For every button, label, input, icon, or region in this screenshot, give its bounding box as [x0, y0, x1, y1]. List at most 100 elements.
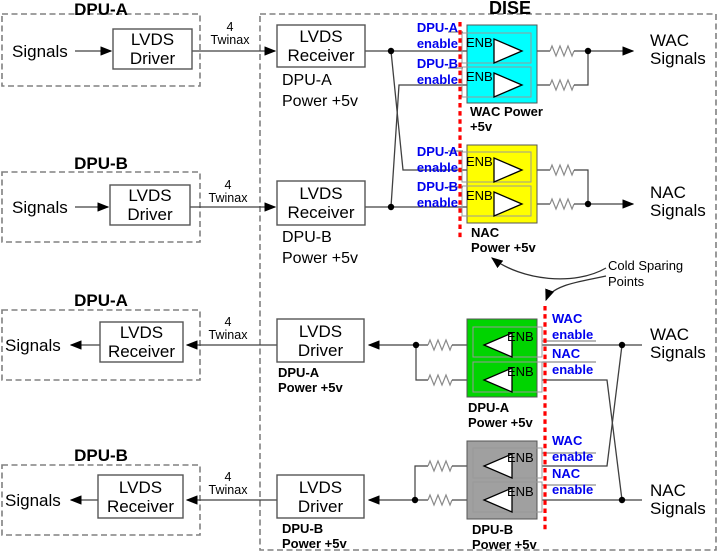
cold-sparing-points-label: Cold Sparing Points — [608, 258, 683, 289]
r2-to-wac-cross-wire — [390, 84, 467, 208]
r3-driver-power-label: DPU-A Power +5v — [278, 365, 343, 395]
r2-enable-a-line1: DPU-A — [416, 144, 458, 159]
wac-out-junction-dot — [584, 47, 592, 55]
r2-receiver-power-label: DPU-B Power +5v — [282, 227, 358, 269]
nac-buffer-cell-2 — [461, 185, 532, 217]
dpu-a-buffer-cell-1 — [472, 326, 543, 358]
r1-lvds-driver-line2: Driver — [129, 49, 176, 68]
r3-dise-driver-label: LVDS Driver — [277, 319, 364, 362]
r2-lvds-driver-line1: LVDS — [128, 186, 172, 205]
r4-enable-a-line2: enable — [552, 448, 594, 464]
r3-wac-enable-label: WAC enable — [552, 311, 612, 342]
dpu-a-buffer-triangle-2 — [482, 367, 513, 393]
r1-dpu-b-enable-label: DPU-B enable — [398, 56, 458, 87]
r1-group-title: DPU-A — [74, 0, 128, 19]
r2-twinax-label: 4 Twinax — [206, 179, 250, 205]
r2-dise-receiver-line2: Receiver — [287, 203, 355, 222]
r2-dise-receiver-label: LVDS Receiver — [277, 181, 365, 225]
green-resistor-2 — [427, 374, 453, 386]
dpu-b-buffer-power-line1: DPU-B — [472, 522, 514, 537]
r3-enable-b-line2: enable — [552, 361, 594, 377]
r1-lvds-driver-box — [112, 28, 193, 70]
dpu-b-enb2-label: ENB — [507, 484, 534, 499]
r3-twinax-text: Twinax — [208, 328, 248, 342]
green-resistor-1 — [427, 339, 453, 351]
r1-junction-dot — [387, 47, 395, 55]
r4-wac-enable-label: WAC enable — [552, 433, 612, 464]
r2-receiver-power-line2: Power +5v — [282, 250, 359, 267]
r4-nac-enable-label: NAC enable — [552, 466, 612, 497]
nac-signals-out-line1: NAC — [650, 183, 686, 202]
r4-lvds-receiver-box — [97, 474, 184, 519]
r3-twinax-count: 4 — [224, 315, 232, 329]
r3-twinax-label: 4 Twinax — [206, 316, 250, 342]
wac-in-junction-dot — [618, 341, 626, 349]
wac-buffer-cell-2 — [461, 66, 532, 98]
r1-enable-b-line2: enable — [416, 71, 458, 87]
nac-buffer-power-label: NAC Power +5v — [471, 225, 536, 255]
r1-twinax-label: 4 Twinax — [208, 21, 252, 47]
r2-enable-b-line1: DPU-B — [416, 179, 458, 194]
r4-dise-driver-label: LVDS Driver — [277, 475, 364, 518]
wac-signals-in-label: WAC Signals — [650, 326, 706, 361]
nac-out-junction-dot — [584, 200, 592, 208]
r1-lvds-driver-line1: LVDS — [130, 30, 175, 49]
wac-buffer-power-line1: WAC Power — [470, 104, 543, 119]
green-junction-dot — [412, 341, 420, 349]
wac-signals-out-label: WAC Signals — [650, 32, 706, 67]
dpu-a-buffer-power-label: DPU-A Power +5v — [468, 400, 533, 430]
nac-resistor-2 — [549, 198, 575, 210]
nac-buffer-power-line1: NAC — [471, 225, 500, 240]
nac-enb2-label: ENB — [466, 188, 493, 203]
r3-lvds-receiver-label: LVDS Receiver — [100, 322, 183, 362]
r1-receiver-power-line1: DPU-A — [282, 72, 332, 89]
r3-dise-driver-line2: Driver — [297, 340, 344, 360]
r4-lvds-receiver-line2: Receiver — [106, 496, 175, 516]
dpu-a-buffer-cell-2 — [472, 361, 543, 393]
wac-buffer-triangle-2 — [493, 72, 524, 98]
r4-enable-a-line1: WAC — [552, 433, 583, 448]
cold-sparing-line2: Points — [608, 273, 645, 289]
r3-signals-label: Signals — [5, 336, 61, 355]
wac-enb1-label: ENB — [466, 35, 493, 50]
nac-signals-in-line2: Signals — [650, 498, 706, 518]
r4-enable-b-line2: enable — [552, 481, 594, 497]
r1-dise-receiver-line1: LVDS — [299, 27, 343, 46]
cold-sparing-arrow-to-nac-power — [491, 257, 607, 280]
r4-twinax-count: 4 — [224, 470, 232, 484]
nac-signals-out-label: NAC Signals — [650, 184, 706, 219]
r1-twinax-text: Twinax — [210, 33, 250, 47]
cold-sparing-line1: Cold Sparing — [608, 258, 684, 273]
r4-group-title: DPU-B — [74, 446, 128, 465]
dpu-b-buffer-triangle-1 — [482, 453, 513, 479]
r2-dpu-b-enable-label: DPU-B enable — [398, 179, 458, 210]
r2-lvds-driver-box — [109, 184, 191, 226]
r3-nac-enable-label: NAC enable — [552, 346, 612, 377]
nac-to-green-cross-wire — [542, 379, 623, 501]
nac-buffer-power-line2: Power +5v — [471, 240, 536, 255]
nac-join-wire — [574, 169, 589, 204]
r4-signals-label: Signals — [5, 491, 61, 510]
r4-driver-power-line2: Power +5v — [282, 536, 347, 551]
r1-receiver-power-line2: Power +5v — [282, 93, 359, 110]
dpu-b-buffer-power-line2: Power +5v — [472, 537, 537, 552]
nac-buffer-triangle-2 — [493, 191, 524, 217]
r3-driver-power-line1: DPU-A — [278, 365, 320, 380]
wac-resistor-2 — [549, 79, 575, 91]
wac-enb2-label: ENB — [466, 69, 493, 84]
r4-twinax-text: Twinax — [208, 483, 248, 497]
r1-twinax-count: 4 — [226, 20, 234, 34]
r2-twinax-text: Twinax — [208, 191, 248, 205]
r2-dpu-a-enable-label: DPU-A enable — [398, 144, 458, 175]
nac-in-junction-dot — [618, 496, 626, 504]
nac-buffer-cell-1 — [461, 151, 532, 183]
wac-signals-out-line1: WAC — [650, 31, 690, 50]
r2-enable-b-line2: enable — [416, 194, 458, 210]
r1-dise-receiver-line2: Receiver — [287, 46, 355, 65]
r2-group-title: DPU-B — [74, 154, 128, 173]
nac-buffer-triangle-1 — [493, 157, 524, 183]
wac-to-gray-cross-wire — [542, 344, 623, 467]
wac-buffer-power-label: WAC Power +5v — [470, 104, 543, 134]
r1-enable-a-line1: DPU-A — [416, 20, 458, 35]
